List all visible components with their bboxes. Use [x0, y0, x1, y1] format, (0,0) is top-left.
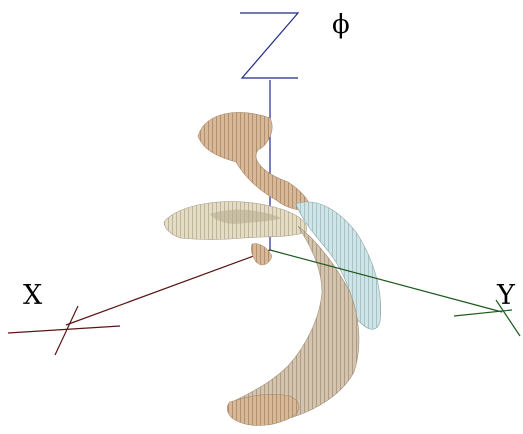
- phi-label: ϕ: [332, 10, 350, 40]
- y-axis-tick-a: [453, 309, 513, 317]
- surface-bottom-tip: [226, 394, 300, 426]
- x-axis: [7, 249, 271, 356]
- y-axis: [269, 249, 521, 337]
- z-axis-glyph: [240, 12, 300, 79]
- surface-center-fold: [250, 243, 273, 266]
- surface-cyan-band: [295, 201, 382, 330]
- surface-loop-inner: [210, 209, 282, 224]
- helicoid-surface: [163, 112, 382, 426]
- x-axis-tick-a: [7, 325, 121, 334]
- x-axis-label: X: [23, 280, 43, 311]
- y-axis-line: [269, 249, 503, 313]
- surface-upper-ribbon: [197, 112, 313, 211]
- x-axis-line: [65, 249, 271, 326]
- y-axis-tick-b: [495, 299, 521, 337]
- y-axis-label: Y: [497, 280, 515, 311]
- x-axis-tick-b: [54, 305, 79, 356]
